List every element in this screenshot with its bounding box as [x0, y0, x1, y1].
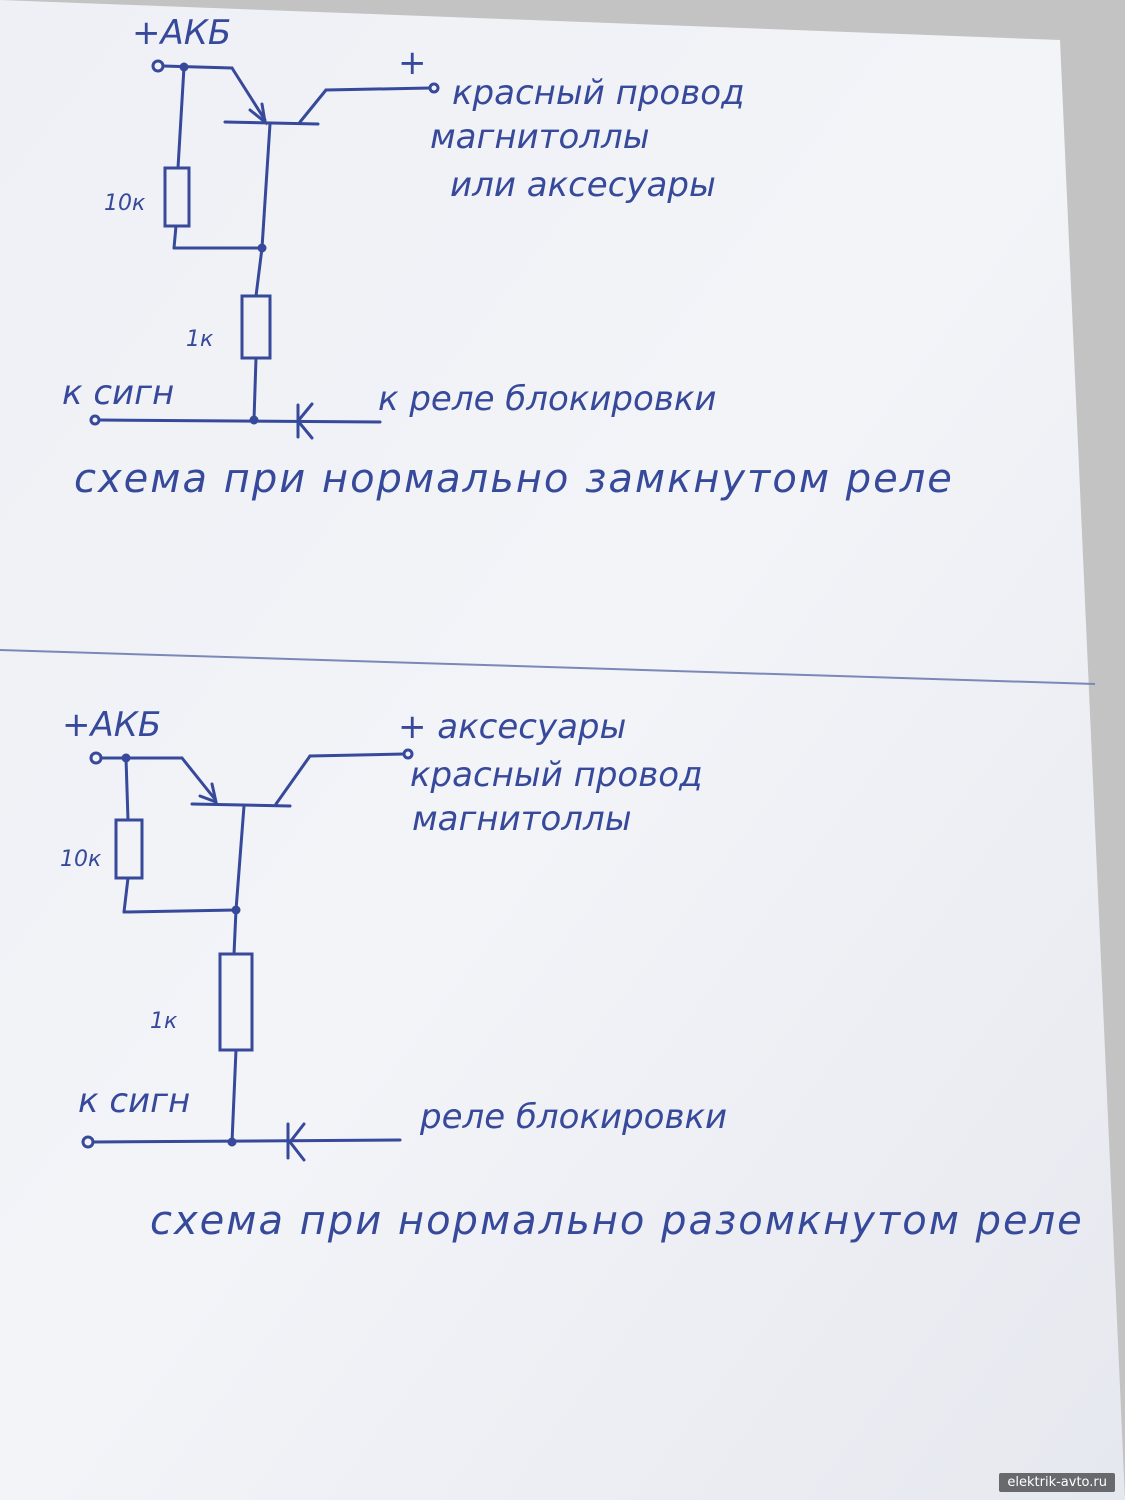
bottom-out-line3: магнитоллы	[412, 799, 632, 839]
top-out-line1: красный провод	[452, 73, 745, 113]
bottom-out-line2: красный провод	[410, 755, 703, 795]
top-signal-label: к сигн	[62, 373, 174, 413]
bottom-caption: схема при нормально разомкнутом реле	[150, 1198, 1084, 1244]
bottom-r1k-label: 1к	[150, 1009, 178, 1034]
bottom-relay-label: реле блокировки	[419, 1097, 727, 1137]
bottom-circuit	[81, 748, 414, 1162]
top-out-line3: или аксесуары	[450, 165, 716, 205]
bottom-diode	[286, 1122, 306, 1162]
top-bat-label: +АКБ	[132, 13, 231, 53]
top-out-plus: +	[398, 43, 427, 83]
top-relay-label: к реле блокировки	[378, 379, 717, 419]
top-diode	[296, 402, 314, 440]
top-circuit	[89, 59, 440, 440]
top-transistor-base	[223, 120, 320, 126]
top-caption: схема при нормально замкнутом реле	[74, 456, 954, 502]
bottom-out-line1: + аксесуары	[398, 707, 626, 747]
bottom-r10k-label: 10к	[60, 847, 102, 872]
top-out-line2: магнитоллы	[430, 117, 650, 157]
bottom-signal-label: к сигн	[78, 1081, 190, 1121]
top-r1k-label: 1к	[186, 327, 214, 352]
bottom-transistor-base	[190, 802, 292, 808]
top-r10k-label: 10к	[104, 191, 146, 216]
watermark: elektrik-avto.ru	[999, 1473, 1115, 1492]
divider-line	[0, 649, 1096, 685]
bottom-bat-label: +АКБ	[62, 705, 161, 745]
